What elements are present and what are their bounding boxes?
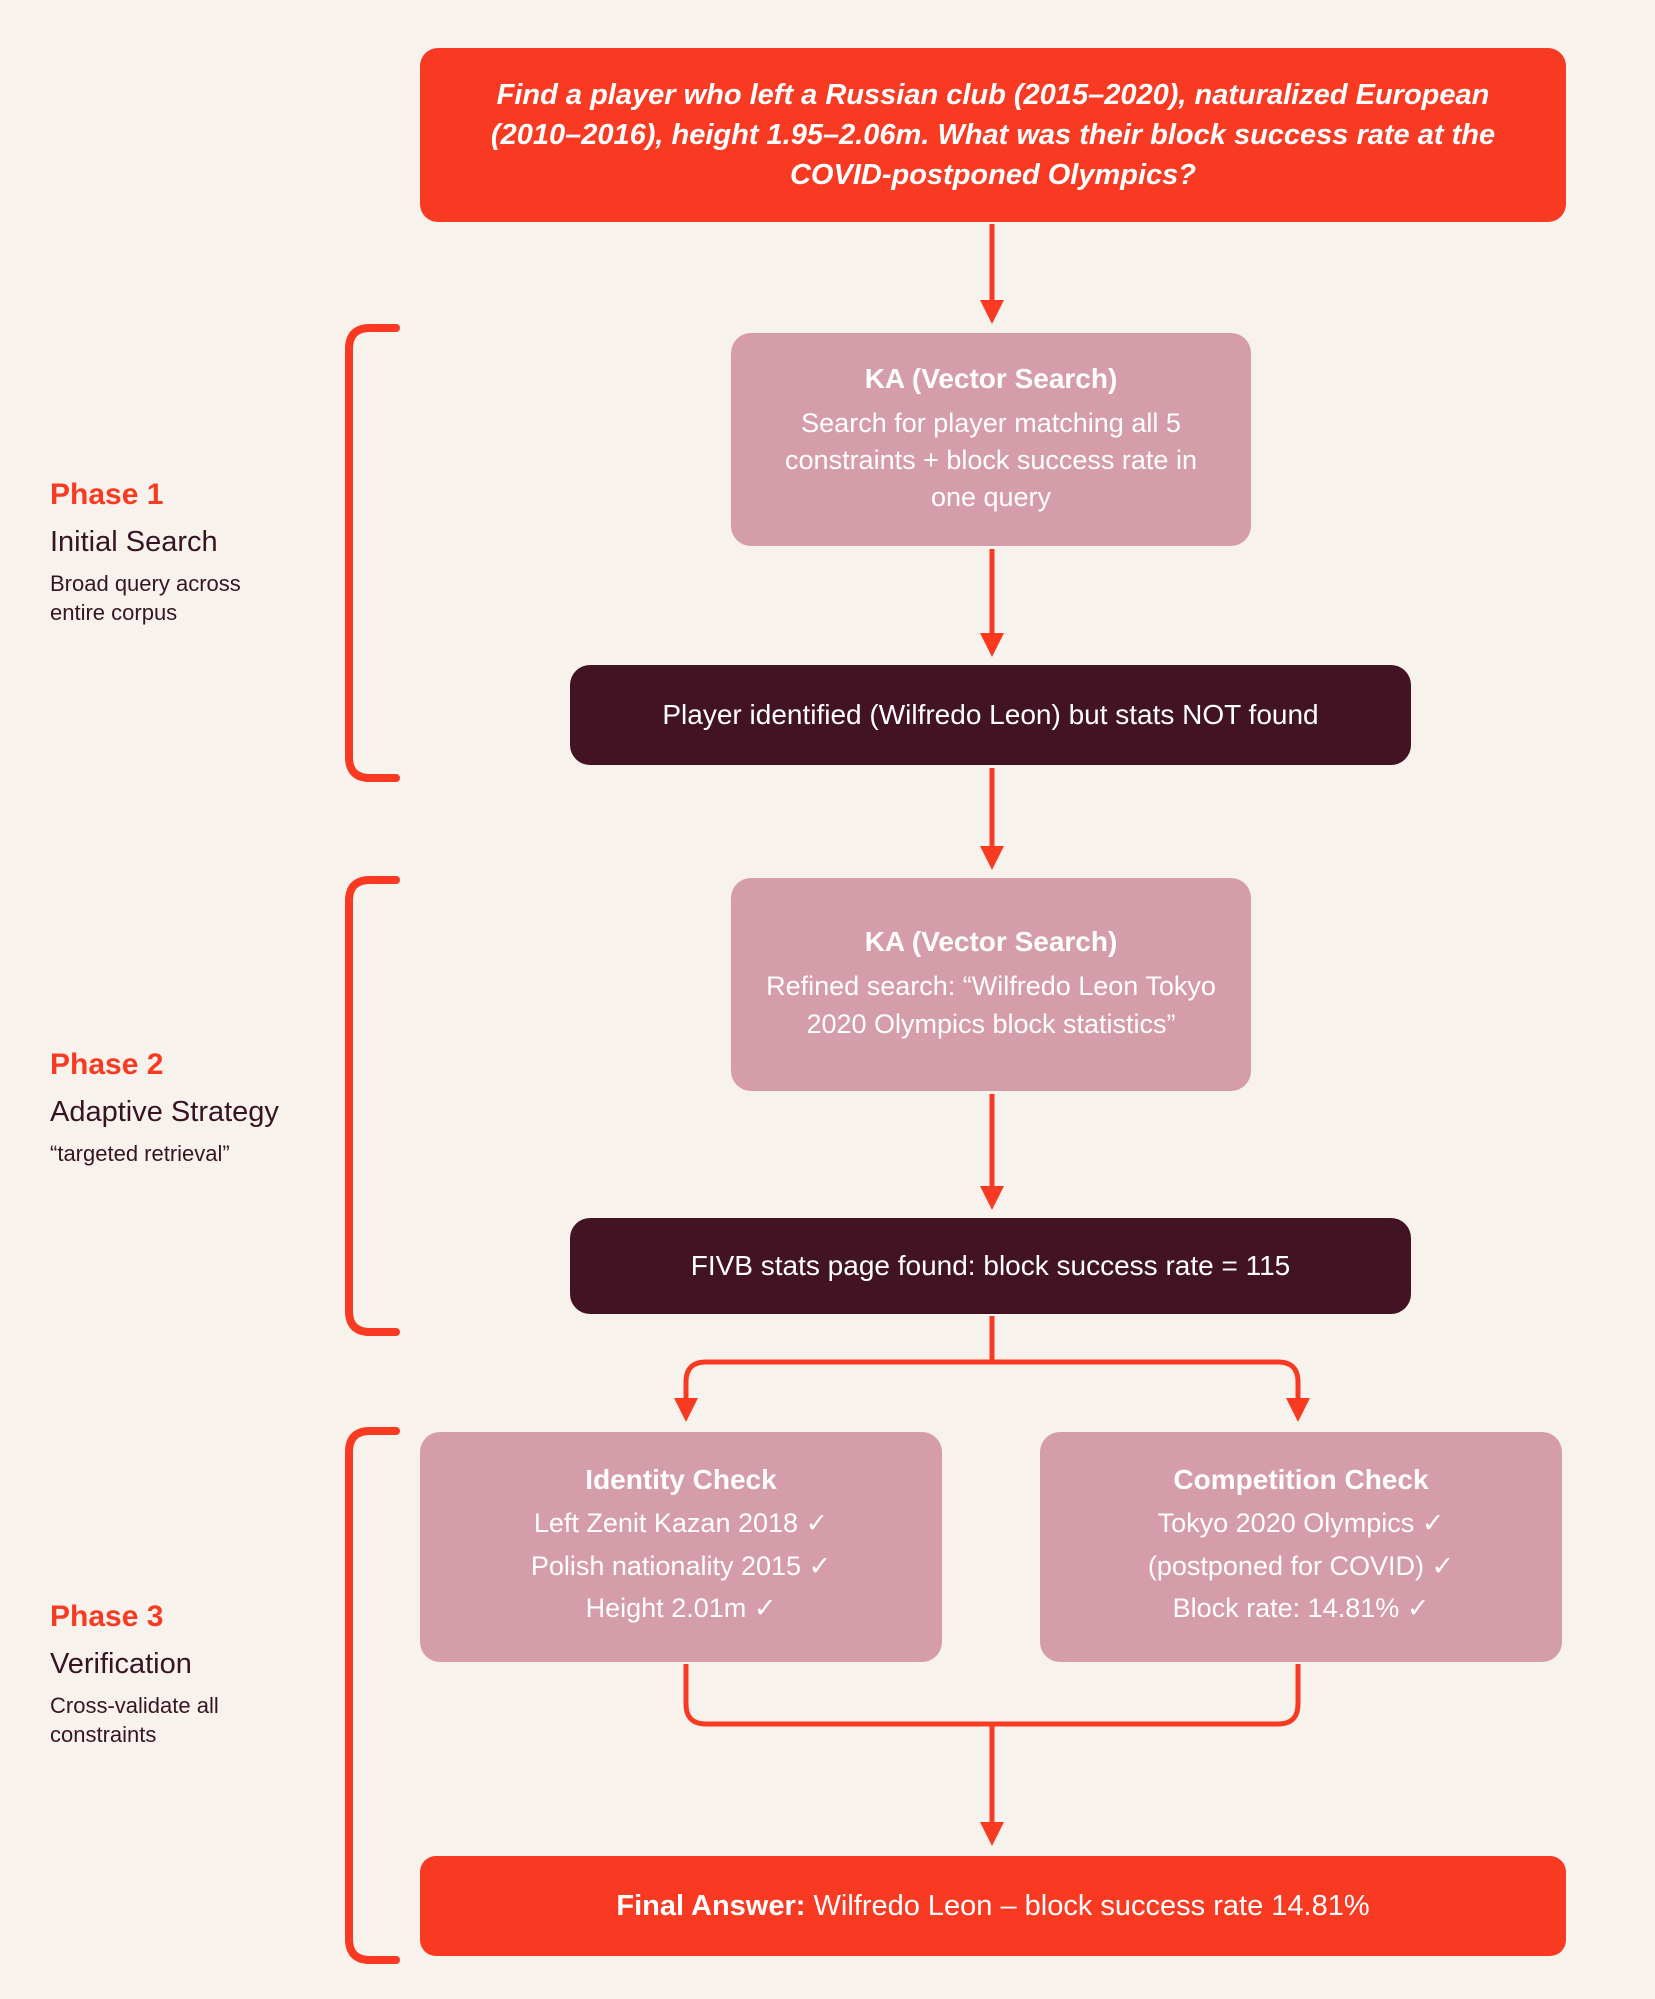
step-body: Search for player matching all 5 constra… — [785, 407, 1197, 513]
phase-1-title: Initial Search — [50, 526, 218, 558]
phase-3-title: Verification — [50, 1648, 192, 1680]
phase-3-subtitle: Cross-validate all constraints — [50, 1693, 219, 1748]
check-item: Block rate: 14.81% ✓ — [1172, 1593, 1430, 1624]
vector-search-step-1: KA (Vector Search) Search for player mat… — [731, 333, 1251, 546]
branch-left-arrow — [674, 1359, 992, 1422]
final-answer-text: Wilfredo Leon – block success rate 14.81… — [813, 1889, 1370, 1922]
final-answer-box: Final Answer: Wilfredo Leon – block succ… — [420, 1856, 1566, 1956]
phase-2-title: Adaptive Strategy — [50, 1096, 279, 1128]
result-text: Player identified (Wilfredo Leon) but st… — [662, 699, 1319, 730]
branch-right-arrow — [992, 1359, 1310, 1422]
phase1-bracket — [345, 324, 400, 782]
phase-2-subtitle: “targeted retrieval” — [50, 1141, 230, 1166]
merge-left-line — [683, 1664, 992, 1727]
check-item: (postponed for COVID) ✓ — [1147, 1550, 1455, 1581]
result-step-2: FIVB stats page found: block success rat… — [570, 1218, 1411, 1314]
check-item: Tokyo 2020 Olympics ✓ — [1157, 1508, 1445, 1539]
phase-1-subtitle: Broad query across entire corpus — [50, 571, 241, 626]
phase2-bracket — [345, 876, 400, 1336]
phase-1-label: Phase 1 — [50, 478, 164, 511]
step-title: KA (Vector Search) — [864, 362, 1118, 394]
phase-3-label-group: Phase 3 Verification Cross-validate all … — [50, 1600, 295, 1749]
phase-3-label: Phase 3 — [50, 1600, 164, 1633]
merge-right-line — [992, 1664, 1301, 1727]
step-title: KA (Vector Search) — [864, 926, 1118, 958]
competition-check-box: Competition Check Tokyo 2020 Olympics ✓ … — [1040, 1432, 1562, 1662]
step-body: Refined search: “Wilfredo Leon Tokyo 202… — [766, 971, 1216, 1039]
final-answer-label: Final Answer: — [616, 1889, 806, 1922]
phase-2-label-group: Phase 2 Adaptive Strategy “targeted retr… — [50, 1048, 279, 1168]
check-item: Left Zenit Kazan 2018 ✓ — [533, 1508, 829, 1539]
check-item: Polish nationality 2015 ✓ — [530, 1550, 832, 1581]
phase-2-label: Phase 2 — [50, 1048, 164, 1081]
question-box: Find a player who left a Russian club (2… — [420, 48, 1566, 222]
vector-search-step-2: KA (Vector Search) Refined search: “Wilf… — [731, 878, 1251, 1091]
result-text: FIVB stats page found: block success rat… — [690, 1250, 1291, 1281]
result-step-1: Player identified (Wilfredo Leon) but st… — [570, 665, 1411, 765]
phase3-bracket — [345, 1427, 400, 1964]
question-text: Find a player who left a Russian club (2… — [490, 78, 1496, 191]
phase-1-label-group: Phase 1 Initial Search Broad query acros… — [50, 478, 295, 627]
check-title: Identity Check — [585, 1464, 777, 1496]
check-item: Height 2.01m ✓ — [585, 1593, 777, 1624]
identity-check-box: Identity Check Left Zenit Kazan 2018 ✓ P… — [420, 1432, 942, 1662]
check-title: Competition Check — [1173, 1464, 1429, 1496]
